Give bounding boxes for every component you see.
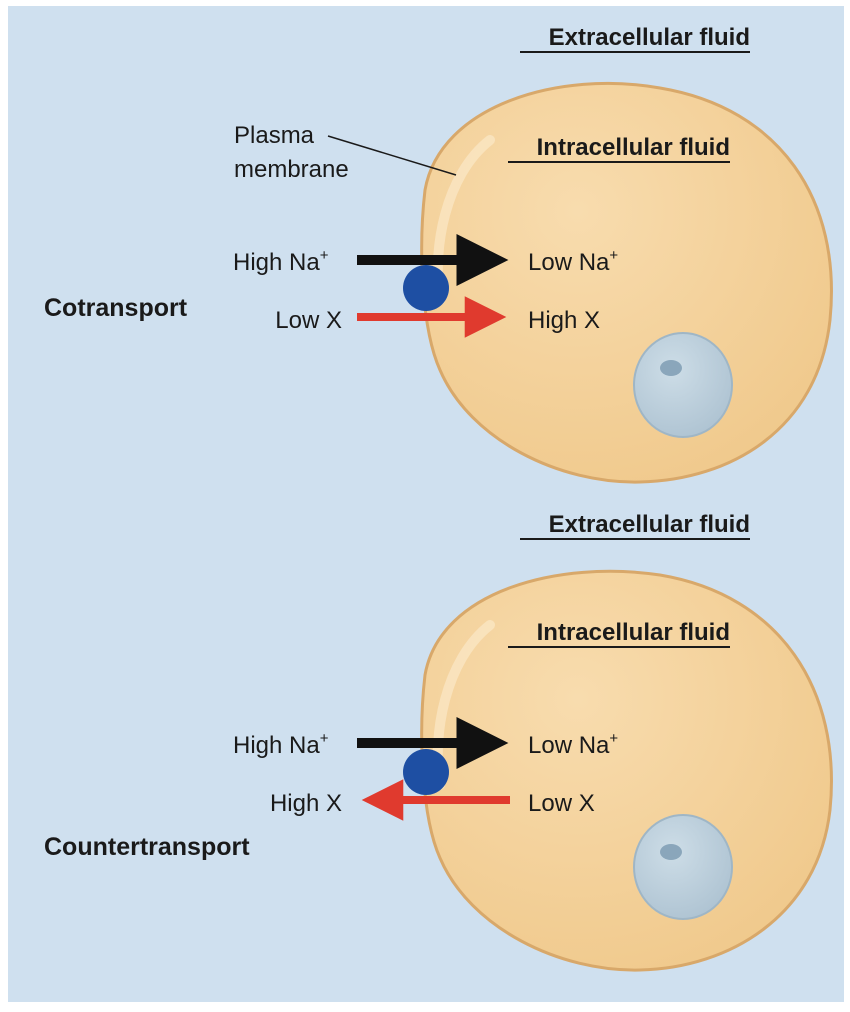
x-high-label-top: High X bbox=[528, 307, 600, 334]
intracellular-label-bottom: Intracellular fluid bbox=[537, 619, 730, 646]
x-low-label-bottom: Low X bbox=[528, 790, 595, 817]
x-high-label-bottom: High X bbox=[270, 790, 342, 817]
cotransport-label: Cotransport bbox=[44, 294, 188, 322]
na-high-label-top: High Na+ bbox=[233, 247, 329, 276]
countertransport-panel: Extracellular fluid Intracellular fluid … bbox=[44, 511, 833, 972]
membrane-label-line1: Plasma bbox=[234, 122, 315, 149]
extracellular-label-top: Extracellular fluid bbox=[549, 24, 750, 51]
transport-diagram: Extracellular fluid Intracellular fluid … bbox=[8, 6, 844, 1002]
na-low-label-top: Low Na+ bbox=[528, 247, 618, 276]
membrane-leader-line bbox=[327, 135, 457, 176]
carrier-protein-top bbox=[403, 265, 449, 311]
intracellular-label-top: Intracellular fluid bbox=[537, 134, 730, 161]
membrane-label-line2: membrane bbox=[234, 156, 349, 183]
cotransport-panel: Extracellular fluid Intracellular fluid … bbox=[44, 24, 833, 484]
countertransport-label: Countertransport bbox=[44, 833, 250, 861]
extracellular-label-bottom: Extracellular fluid bbox=[549, 511, 750, 538]
x-low-label-top: Low X bbox=[275, 307, 342, 334]
nucleolus-top bbox=[660, 360, 682, 376]
carrier-protein-bottom bbox=[403, 749, 449, 795]
nucleolus-bottom bbox=[660, 844, 682, 860]
nucleus-top bbox=[633, 332, 733, 438]
na-high-label-bottom: High Na+ bbox=[233, 730, 329, 759]
nucleus-bottom bbox=[633, 814, 733, 920]
na-low-label-bottom: Low Na+ bbox=[528, 730, 618, 759]
